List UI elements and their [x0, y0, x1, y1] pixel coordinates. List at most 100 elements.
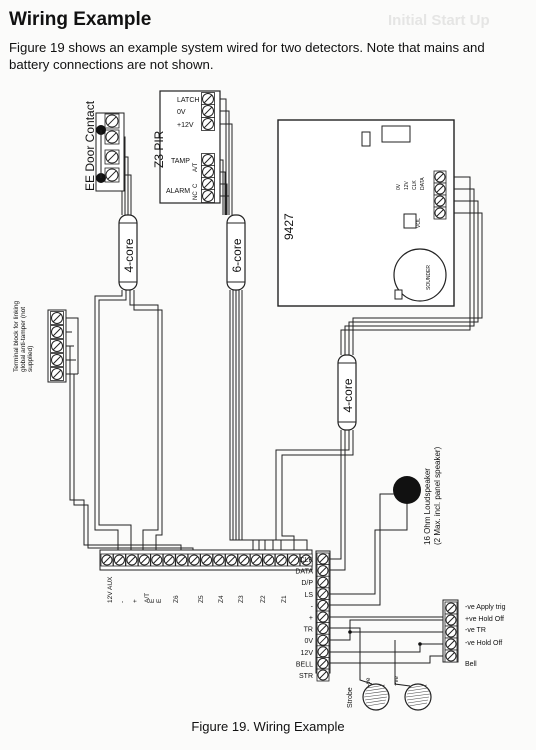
- keypad-terminal: [433, 170, 447, 184]
- wire: [238, 290, 274, 555]
- keypad-pin-label: CLK: [412, 180, 418, 190]
- wire: [352, 212, 483, 355]
- panel-bottom-label: Z2: [260, 595, 267, 603]
- pir-terminal: [201, 177, 215, 191]
- wire: [98, 290, 132, 555]
- wire: [70, 317, 79, 374]
- panel-bottom-label: Z5: [198, 595, 205, 603]
- wire: [328, 619, 446, 641]
- wire: [328, 430, 342, 560]
- panel-bottom-terminal: [187, 553, 201, 567]
- panel-bottom-label: E: [156, 598, 163, 603]
- wire: [340, 176, 471, 355]
- door-contact-terminal: [104, 167, 120, 183]
- panel-right-label: -: [311, 603, 314, 610]
- panel-bottom-terminal: [150, 553, 164, 567]
- panel-bottom-terminal: [137, 553, 151, 567]
- panel-bottom-label: A/T: [144, 593, 151, 603]
- panel-right-label: STR: [299, 673, 313, 680]
- panel-right-label: TR: [304, 627, 313, 634]
- panel-bottom-label: E: [149, 598, 156, 603]
- panel-right-label: LS: [304, 592, 313, 599]
- panel-right-terminal: [316, 657, 330, 670]
- panel-bottom-label: Z4: [218, 595, 225, 603]
- door-contact-terminal: [104, 129, 120, 145]
- wire-junction: [418, 642, 422, 646]
- wire: [129, 290, 159, 555]
- panel-bottom-terminal: [113, 553, 126, 567]
- loudspeaker: [393, 476, 421, 504]
- pir-terminal: [201, 117, 215, 131]
- panel-right-label: 12V: [301, 650, 314, 657]
- wire: [394, 640, 411, 687]
- wire: [328, 430, 346, 571]
- wire: [94, 290, 123, 555]
- cable-label: 6-core: [230, 238, 244, 272]
- keypad-model: 9427: [282, 213, 296, 240]
- bell-box-label: -ve Hold Off: [465, 640, 502, 647]
- wire: [328, 643, 446, 653]
- panel-right-label: CLK: [299, 557, 313, 564]
- panel-bottom-terminal: [249, 553, 263, 567]
- door-contact-terminal: [104, 113, 120, 129]
- strobe-pos-label: +ve: [394, 675, 400, 686]
- door-contact-terminal: [104, 149, 120, 165]
- keypad-terminal: [433, 194, 447, 208]
- panel-right-label: 0V: [304, 638, 313, 645]
- tamper-terminal: [50, 367, 64, 381]
- wire: [328, 655, 446, 664]
- bell-terminal: [444, 637, 458, 651]
- keypad-9427: [277, 119, 455, 307]
- keypad-cable-sleeve: [337, 354, 357, 431]
- strobe-neg-label: -ve: [366, 677, 372, 686]
- keypad-terminal: [433, 206, 447, 220]
- panel-bottom-label: -: [119, 601, 126, 603]
- pir-pin-label: ALARM: [166, 188, 190, 195]
- strobe-label: Strobe: [347, 687, 354, 708]
- strobe-lamp: [404, 683, 432, 711]
- panel-bottom-terminal: [200, 553, 214, 567]
- keypad-vol-label: VOL: [416, 218, 422, 228]
- wire: [348, 200, 479, 355]
- keypad-sounder-label: SOUNDER: [426, 265, 432, 290]
- tamper-terminal: [50, 353, 64, 367]
- keypad-pin-label: 12V: [404, 180, 410, 190]
- pir-terminal: [201, 165, 215, 179]
- panel-bottom-terminal: [237, 553, 251, 567]
- panel-bottom-terminal: [212, 553, 226, 567]
- pir-pin-label: C: [193, 183, 199, 188]
- wire: [344, 188, 475, 355]
- wire: [63, 373, 194, 555]
- pir-pin-label: +12V: [177, 122, 194, 129]
- wire: [328, 627, 373, 685]
- cable-label: 4-core: [122, 238, 136, 272]
- panel-right-terminal: [316, 564, 330, 577]
- loudspeaker-label: (2 Max. incl. panel speaker): [433, 446, 442, 545]
- wire: [281, 430, 354, 555]
- wire: [328, 493, 395, 606]
- wire: [232, 290, 260, 555]
- panel-bottom-terminal: [274, 553, 288, 567]
- cable-label: 4-core: [341, 378, 355, 412]
- pir-pin-label: NC: [193, 191, 199, 200]
- panel-right-label: DATA: [295, 569, 313, 576]
- pir-pin-label: 0V: [177, 109, 186, 116]
- panel-right-terminal: [316, 575, 330, 589]
- figure-caption: Figure 19. Wiring Example: [191, 719, 345, 734]
- wire: [328, 504, 408, 595]
- terminal-block-note-line: supplied): [27, 346, 34, 372]
- bell-box-label: -ve Apply trig: [465, 604, 506, 611]
- pir-terminal: [201, 189, 215, 203]
- strobe-lamp: [362, 683, 390, 711]
- panel-right-label: BELL: [296, 661, 313, 668]
- panel-bottom-label: Z1: [281, 595, 288, 603]
- panel-right-terminal: [316, 552, 330, 566]
- terminal-block-note-line: global anti-tamper (not: [20, 307, 27, 372]
- pir-cable-sleeve: [226, 214, 246, 291]
- panel-bottom-label: +: [132, 599, 139, 603]
- wire-junction: [348, 630, 352, 634]
- panel-right-terminal: [316, 587, 330, 601]
- tamper-terminal: [50, 311, 64, 325]
- panel-right-terminal: [316, 645, 330, 659]
- pir-pin-label: TAMP: [171, 158, 190, 165]
